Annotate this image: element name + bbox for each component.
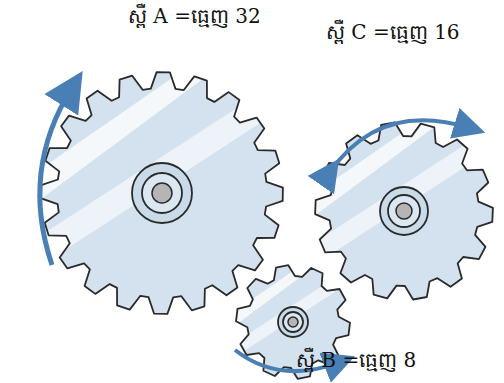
gear-label: ស្ពឺ A =ធ្មេញ 32 xyxy=(128,4,261,28)
gear-label: ស្ពឺ B =ធ្មេញ 8 xyxy=(296,348,416,372)
gear xyxy=(315,113,493,299)
rotation-arrow xyxy=(330,120,470,172)
gear-label: ស្ពឺ C =ធ្មេញ 16 xyxy=(326,20,460,44)
rotation-arrow xyxy=(40,88,72,265)
gear xyxy=(41,60,283,314)
